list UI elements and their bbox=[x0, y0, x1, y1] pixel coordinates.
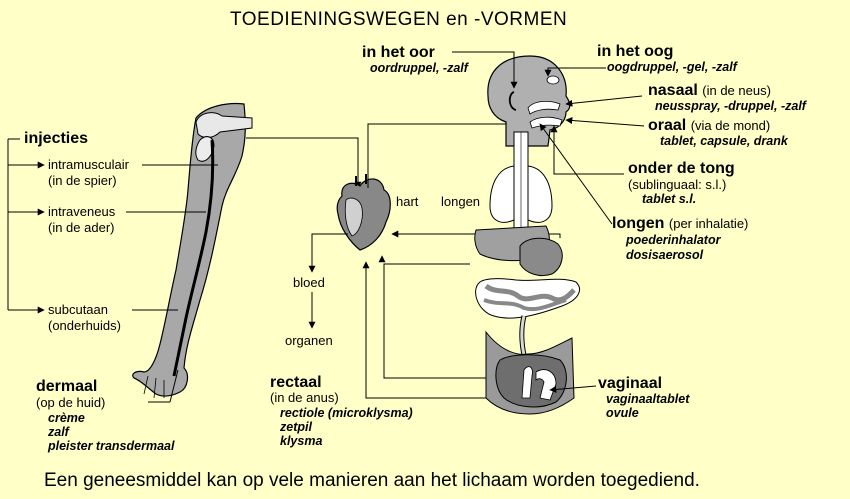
vaginaal-form-tablet: vaginaaltablet bbox=[606, 392, 690, 406]
nasaal-heading-row: nasaal (in de neus) bbox=[648, 82, 771, 100]
rectiole-text: rectiole ( bbox=[280, 406, 333, 420]
oraal-heading: oraal bbox=[648, 117, 687, 134]
arm-figure bbox=[132, 102, 253, 399]
circulation-arrows bbox=[308, 123, 561, 399]
rectaal-form-rectiole: rectiole (microklysma) bbox=[280, 406, 413, 420]
dermaal-form-creme: crème bbox=[48, 411, 85, 425]
oog-forms: oogdruppel, -gel, -zalf bbox=[607, 60, 737, 74]
nasaal-forms: neusspray, -druppel, -zalf bbox=[655, 99, 806, 113]
rectiole-close: ) bbox=[408, 406, 413, 420]
tong-sub: (sublinguaal: s.l.) bbox=[628, 177, 727, 192]
subcutaan-label: subcutaan bbox=[48, 302, 108, 317]
rectaal-sub: (in de anus) bbox=[270, 390, 339, 405]
longen-label: longen bbox=[441, 194, 481, 209]
hart-label: hart bbox=[396, 194, 419, 209]
microklysma-text: microklysma bbox=[332, 406, 409, 420]
oraal-forms: tablet, capsule, drank bbox=[660, 134, 788, 148]
rectaal-form-zetpil: zetpil bbox=[280, 420, 312, 434]
oog-heading: in het oog bbox=[597, 43, 674, 60]
longen-form-dosisaerosol: dosisaerosol bbox=[626, 248, 704, 262]
nasaal-heading: nasaal bbox=[648, 82, 698, 99]
torso-figure bbox=[474, 55, 580, 415]
route-arrows bbox=[452, 51, 645, 393]
heart-figure bbox=[336, 174, 391, 251]
vaginaal-form-ovule: ovule bbox=[606, 406, 639, 420]
rectaal-heading: rectaal bbox=[270, 374, 322, 391]
longen-route-sub: (per inhalatie) bbox=[668, 216, 749, 231]
injecties-arrows bbox=[7, 137, 362, 403]
oor-heading: in het oor bbox=[362, 44, 435, 61]
page-title: TOEDIENINGSWEGEN en -VORMEN bbox=[230, 9, 568, 30]
tong-forms: tablet s.l. bbox=[642, 192, 697, 206]
footer-caption: Een geneesmiddel kan op vele manieren aa… bbox=[44, 470, 700, 491]
oraal-sub: (via de mond) bbox=[690, 118, 771, 133]
organen-label: organen bbox=[285, 333, 333, 348]
longen-route-heading-row: longen (per inhalatie) bbox=[612, 215, 748, 233]
rectaal-form-klysma: klysma bbox=[280, 434, 323, 448]
subcutaan-desc: (onderhuids) bbox=[48, 318, 121, 333]
oor-forms: oordruppel, -zalf bbox=[370, 61, 468, 75]
injecties-heading: injecties bbox=[24, 130, 89, 147]
dermaal-heading: dermaal bbox=[36, 378, 98, 395]
tong-heading: onder de tong bbox=[628, 160, 735, 177]
dermaal-form-pleister: pleister transdermaal bbox=[48, 439, 175, 453]
intraveneus-label: intraveneus bbox=[48, 204, 116, 219]
longen-form-poederinhalator: poederinhalator bbox=[626, 233, 721, 247]
dermaal-form-zalf: zalf bbox=[48, 425, 69, 439]
intraveneus-desc: (in de ader) bbox=[48, 220, 115, 235]
intramusculair-label: intramusculair bbox=[48, 157, 129, 172]
longen-route-heading: longen bbox=[612, 215, 665, 232]
bloed-label: bloed bbox=[293, 275, 325, 290]
intramusculair-desc: (in de spier) bbox=[48, 173, 117, 188]
vaginaal-heading: vaginaal bbox=[598, 375, 663, 392]
nasaal-sub: (in de neus) bbox=[702, 83, 771, 98]
dermaal-sub: (op de huid) bbox=[36, 395, 106, 410]
oraal-heading-row: oraal (via de mond) bbox=[648, 117, 770, 135]
